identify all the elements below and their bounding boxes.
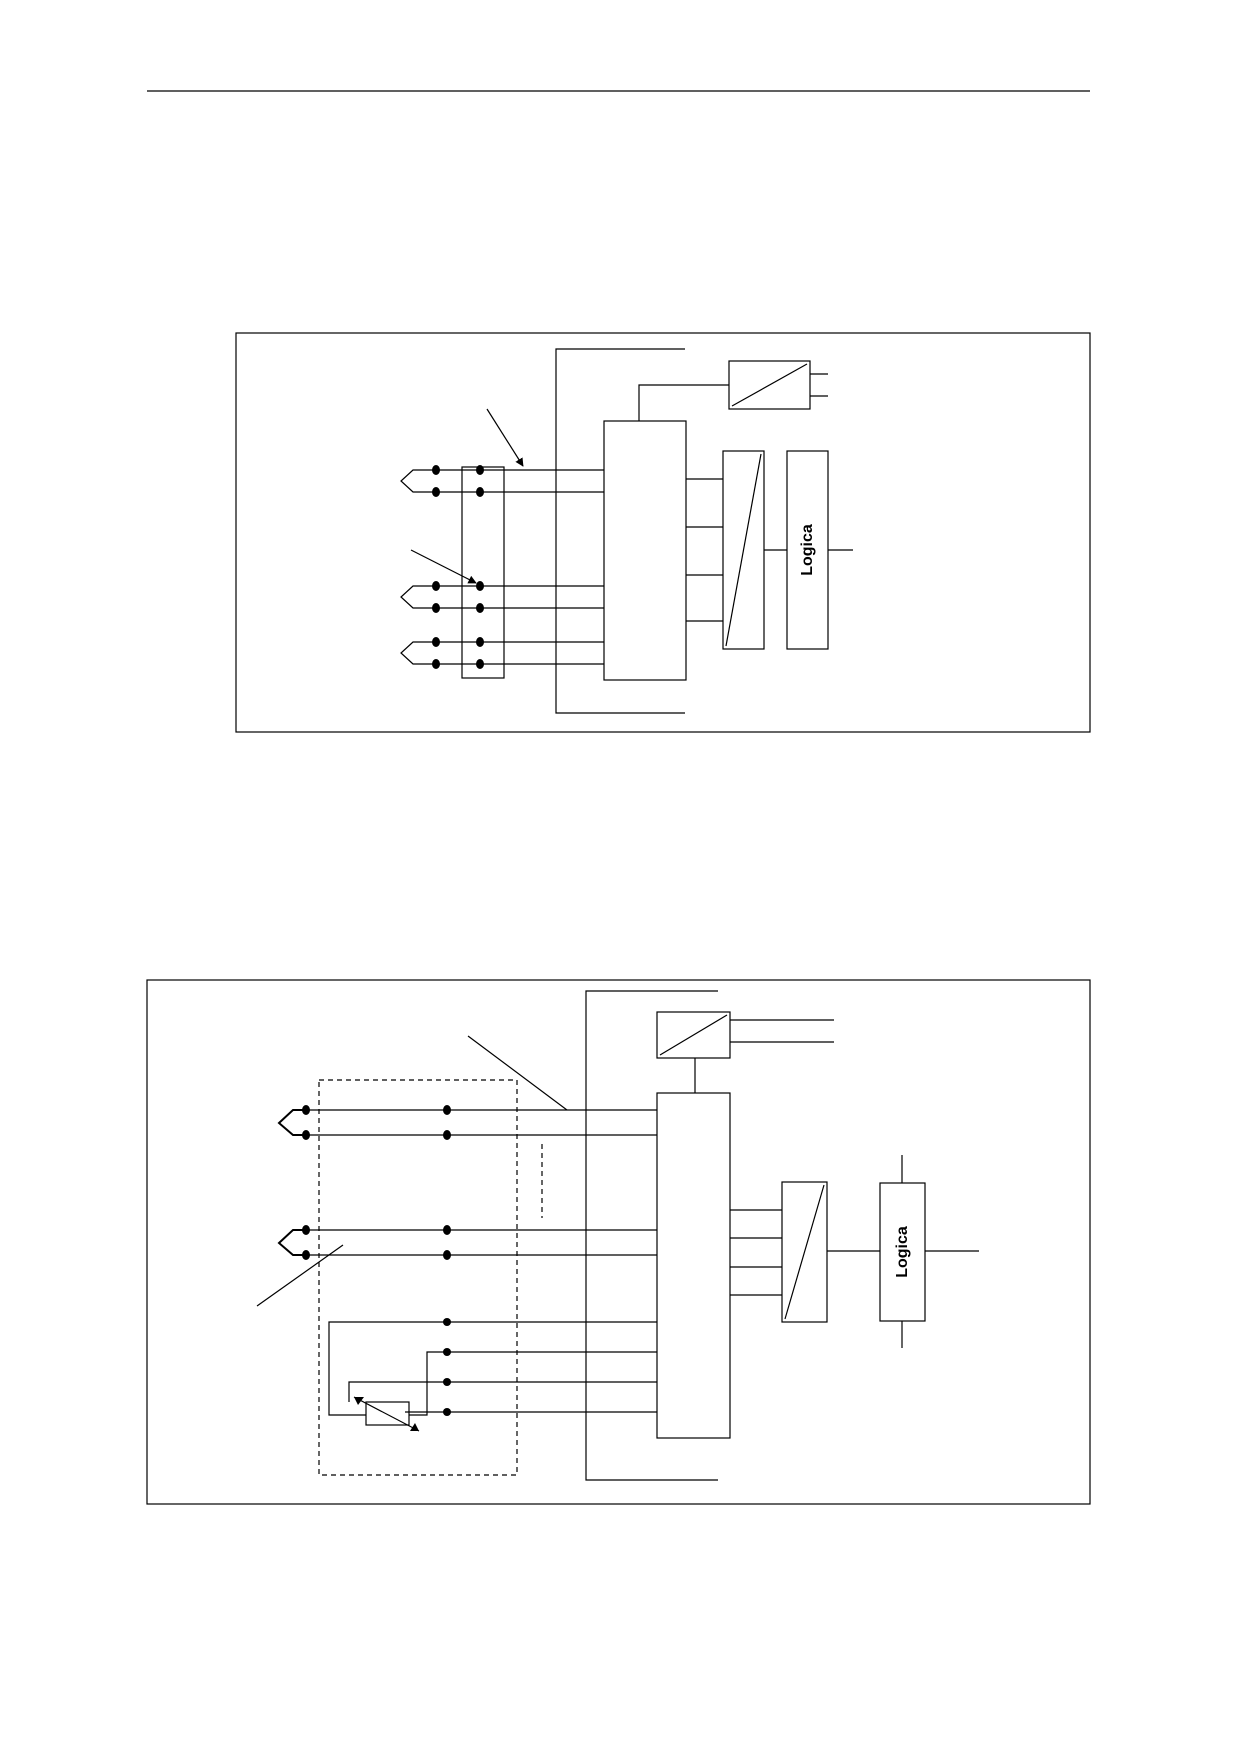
- logic-label-2: Logica: [894, 1226, 911, 1278]
- adc-block: [730, 1181, 880, 1323]
- rtd-resistor: [328, 1321, 447, 1432]
- terminal-strip: [461, 466, 505, 679]
- power-supply-block: [638, 360, 828, 421]
- diagram-1-frame: [235, 332, 1091, 733]
- logic-block: [786, 450, 853, 650]
- signal-wires: [436, 469, 604, 665]
- logic-block: [879, 1155, 979, 1348]
- multiplexer-block: [656, 1092, 731, 1439]
- module-housing: [555, 348, 685, 714]
- rtd-arrowheads: [354, 1397, 419, 1431]
- signal-wires: [306, 1109, 657, 1413]
- multiplexer-block: [603, 420, 687, 681]
- terminal-dots-1: [432, 465, 484, 669]
- pointer-line-1: [467, 1035, 568, 1111]
- diagram-2-frame: [146, 979, 1091, 1505]
- adc-block: [686, 450, 787, 650]
- power-supply-block: [656, 1011, 834, 1093]
- pointer-arrow-2: [410, 549, 477, 584]
- pointer-line-2: [256, 1244, 344, 1307]
- terminal-dots-2: [302, 1105, 451, 1416]
- diagram-2: [146, 979, 1091, 1505]
- diagram-1: [235, 332, 1091, 733]
- pointer-arrow-1: [486, 408, 524, 467]
- sensor-enclosure: [318, 1079, 518, 1476]
- logic-label-1: Logica: [799, 524, 816, 576]
- module-housing: [585, 990, 718, 1481]
- thermocouple-symbols: [400, 469, 436, 665]
- thermocouple-symbols: [277, 1109, 306, 1256]
